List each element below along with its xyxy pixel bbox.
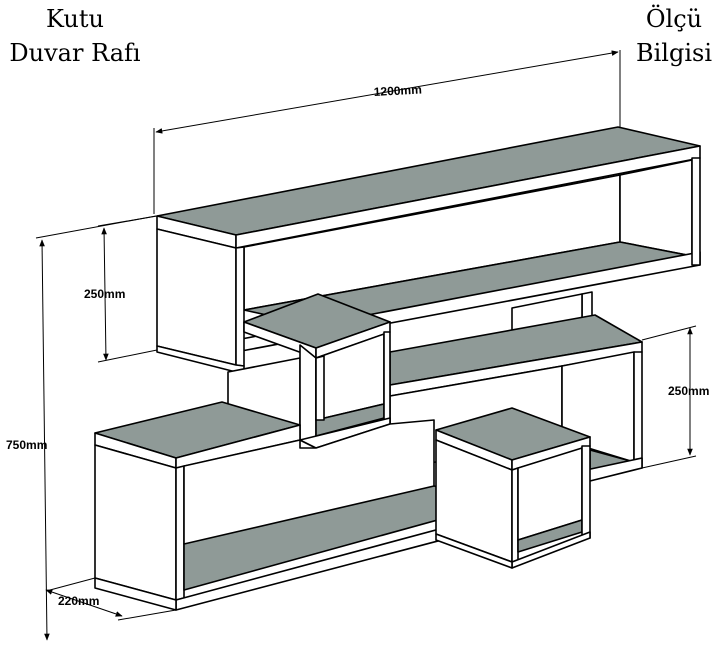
top-section-dimension-line xyxy=(101,227,109,361)
title-right-line1: Ölçü xyxy=(645,5,703,33)
cube2-right-side xyxy=(581,445,591,539)
top-shelf-inner-right xyxy=(619,159,693,257)
cube2-bottom-left xyxy=(435,533,513,569)
right-section-ext-bottom xyxy=(641,455,697,469)
low-shelf-left-side xyxy=(94,444,177,601)
cube-inner-left xyxy=(315,355,325,421)
depth-label: 220mm xyxy=(58,594,99,608)
top-section-ext-bottom xyxy=(97,349,158,363)
title-left-line2: Duvar Rafı xyxy=(9,39,141,67)
depth-ext-left xyxy=(49,577,96,591)
title-left-line1: Kutu xyxy=(46,5,104,33)
low-shelf-left-thick xyxy=(175,465,185,601)
top-long-shelf xyxy=(156,126,701,373)
cube-right-side xyxy=(383,331,391,425)
height-total-label: 750mm xyxy=(6,438,47,452)
title-right: Ölçü Bilgisi xyxy=(628,2,720,70)
right-section-ext-top xyxy=(641,325,697,341)
top-shelf-left-side xyxy=(156,228,237,366)
height-dimension-line xyxy=(39,239,50,641)
top-section-height-label: 250mm xyxy=(84,287,125,301)
top-shelf-right-side xyxy=(691,157,701,266)
mid-shelf-right-side xyxy=(633,351,643,469)
top-shelf-left-thick xyxy=(235,246,245,367)
right-section-height-label: 250mm xyxy=(668,384,709,398)
width-dimension-line xyxy=(155,50,619,134)
cube-left-side xyxy=(299,344,317,449)
title-left: Kutu Duvar Rafı xyxy=(0,2,150,70)
title-right-line2: Bilgisi xyxy=(635,39,713,67)
cube2-left-thick xyxy=(511,467,519,563)
lower-long-shelf xyxy=(94,401,511,611)
depth-ext-right xyxy=(117,609,177,621)
top-section-ext-top xyxy=(97,215,158,227)
small-cube-bottom xyxy=(435,407,591,569)
depth-dimension-line xyxy=(45,589,123,617)
small-cube-top xyxy=(243,293,391,449)
width-label: 1200mm xyxy=(373,83,422,99)
